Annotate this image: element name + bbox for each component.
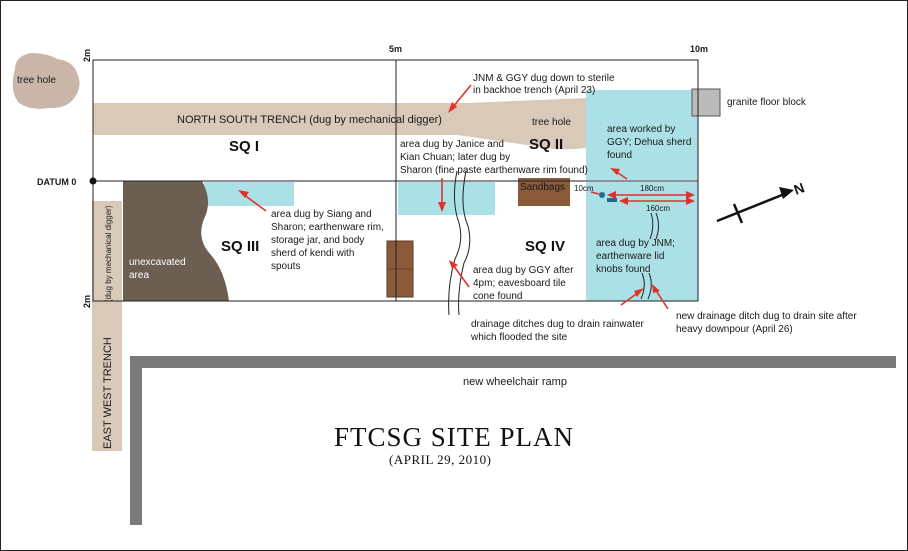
north-label: N: [792, 179, 807, 197]
area-ggy-dehua: [586, 90, 698, 180]
site-plan-title: FTCSG SITE PLAN: [334, 422, 574, 452]
drainage-line-1: [448, 170, 462, 316]
svg-text:new drainage ditch dug to drai: new drainage ditch dug to drain site aft…: [676, 311, 857, 322]
svg-text:which flooded the site: which flooded the site: [470, 332, 568, 343]
north-arrow: N: [716, 179, 807, 224]
east-west-trench-label-1: EAST WEST TRENCH: [102, 337, 114, 449]
sq3-label: SQ III: [221, 238, 259, 255]
annotation-ggy-4pm: area dug by GGY after 4pm; eavesboard ti…: [473, 265, 574, 302]
sq4-label: SQ IV: [525, 238, 565, 255]
datum-label: DATUM 0: [37, 177, 76, 187]
svg-text:spouts: spouts: [271, 261, 300, 272]
svg-text:area worked by: area worked by: [607, 124, 675, 135]
measure-tick-10cm: [590, 191, 600, 195]
unexcavated-label-1: unexcavated: [129, 257, 186, 268]
annotation-jnm-lid: area dug by JNM; earthenware lid knobs f…: [596, 238, 675, 275]
svg-text:found: found: [607, 150, 632, 161]
annotation-new-drainage: new drainage ditch dug to drain site aft…: [676, 311, 857, 335]
measure-arrow-160-head-right: [686, 197, 695, 205]
measure-label-180cm: 180cm: [640, 184, 664, 193]
svg-text:storage jar, and body: storage jar, and body: [271, 235, 364, 246]
datum-point: [89, 177, 97, 185]
wheelchair-ramp-label: new wheelchair ramp: [463, 376, 567, 388]
east-west-trench-label-2: (dug by mechanical digger): [104, 205, 113, 302]
annotation-arrows: [238, 84, 669, 310]
measure-arrow-180-head-right: [686, 191, 695, 199]
unexcavated-label-2: area: [129, 270, 149, 281]
tree-hole-left-label: tree hole: [17, 75, 56, 86]
svg-text:earthenware lid: earthenware lid: [596, 251, 664, 262]
svg-text:knobs found: knobs found: [596, 264, 651, 275]
svg-text:sherd of kendi with: sherd of kendi with: [271, 248, 354, 259]
area-siang-sharon: [204, 182, 294, 206]
scale-label-2m-left: 2m: [82, 295, 92, 308]
area-ggy-4pm: [398, 182, 495, 215]
svg-text:area dug by Siang and: area dug by Siang and: [271, 209, 372, 220]
annotation-jnm-ggy: JNM & GGY dug down to sterile in backhoe…: [473, 73, 615, 96]
granite-floor-block: [691, 88, 721, 117]
svg-text:area dug by GGY after: area dug by GGY after: [473, 265, 574, 276]
new-drainage-line-1: [649, 212, 659, 240]
granite-block-label: granite floor block: [727, 97, 807, 108]
annotation-janice: area dug by Janice and Kian Chuan; later…: [400, 139, 588, 176]
wheelchair-ramp: [130, 356, 896, 525]
svg-text:area dug by JNM;: area dug by JNM;: [596, 238, 675, 249]
sandbags: [518, 178, 570, 206]
svg-text:Sharon (fine paste earthenware: Sharon (fine paste earthenware rim found…: [400, 165, 588, 176]
annotation-siang: area dug by Siang and Sharon; earthenwar…: [271, 209, 384, 272]
annotation-ggy-dehua: area worked by GGY; Dehua sherd found: [607, 124, 691, 161]
measure-arrow-180-head-left: [607, 191, 616, 199]
measure-marker: [607, 198, 617, 202]
measure-point: [599, 192, 605, 198]
svg-text:in backhoe trench (April 23): in backhoe trench (April 23): [473, 85, 595, 96]
svg-text:heavy downpour (April 26): heavy downpour (April 26): [676, 324, 793, 335]
scale-label-5m: 5m: [389, 44, 402, 54]
scale-label-2m-top: 2m: [82, 49, 92, 62]
measure-arrow-160-head-left: [619, 197, 628, 205]
measure-label-160cm: 160cm: [646, 204, 670, 213]
svg-text:GGY; Dehua sherd: GGY; Dehua sherd: [607, 137, 691, 148]
tree-hole-right-label: tree hole: [532, 117, 571, 128]
sandbags-label: Sandbags: [520, 182, 565, 193]
scale-label-10m: 10m: [690, 44, 708, 54]
svg-text:area dug by Janice and: area dug by Janice and: [400, 139, 504, 150]
new-drainage-line-2: [640, 272, 652, 300]
annotation-drainage: drainage ditches dug to drain rainwater …: [470, 319, 645, 343]
svg-text:drainage ditches dug to drain: drainage ditches dug to drain rainwater: [471, 319, 645, 330]
svg-text:cone found: cone found: [473, 291, 523, 302]
tree-hole-right: [443, 98, 600, 150]
sq1-label: SQ I: [229, 138, 259, 155]
svg-text:4pm; eavesboard tile: 4pm; eavesboard tile: [473, 278, 566, 289]
measure-label-10cm: 10cm: [574, 184, 594, 193]
svg-text:Sharon; earthenware rim,: Sharon; earthenware rim,: [271, 222, 384, 233]
svg-text:JNM & GGY dug down to sterile: JNM & GGY dug down to sterile: [473, 73, 615, 84]
east-west-trench: [92, 201, 122, 451]
north-south-trench-label: NORTH SOUTH TRENCH (dug by mechanical di…: [177, 114, 442, 126]
svg-text:Kian Chuan; later dug by: Kian Chuan; later dug by: [400, 152, 510, 163]
drainage-line-2: [458, 170, 471, 316]
tree-hole-left: [12, 53, 80, 109]
sq2-label: SQ II: [529, 136, 563, 153]
unexcavated-area: [123, 181, 229, 301]
site-plan-subtitle: (APRIL 29, 2010): [389, 452, 492, 467]
area-jnm-lid: [586, 182, 698, 301]
